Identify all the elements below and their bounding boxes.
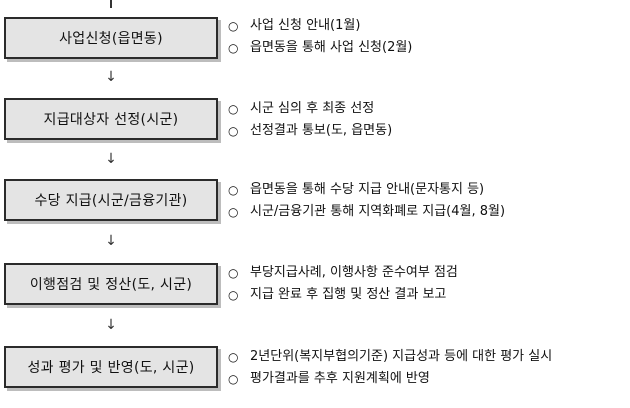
bullet-icon: ○: [228, 41, 239, 55]
step-box-1: 사업신청(읍면동): [4, 17, 218, 59]
detail-text: 지급 완료 후 집행 및 정산 결과 보고: [250, 287, 447, 302]
detail-item: ○ 시군 심의 후 최종 선정: [228, 98, 392, 120]
detail-item: ○ 평가결과를 추후 지원계획에 반영: [228, 368, 552, 390]
bullet-icon: ○: [228, 102, 239, 116]
detail-text: 시군 심의 후 최종 선정: [250, 101, 375, 116]
step-label-1: 사업신청(읍면동): [59, 31, 163, 47]
step-box-4: 이행점검 및 정산(도, 시군): [4, 263, 218, 305]
top-connector: [110, 0, 112, 8]
bullet-icon: ○: [228, 350, 239, 364]
detail-text: 2년단위(복지부협의기준) 지급성과 등에 대한 평가 실시: [250, 349, 553, 364]
bullet-icon: ○: [228, 372, 239, 386]
detail-item: ○ 사업 신청 안내(1월): [228, 15, 412, 37]
detail-item: ○ 읍면동을 통해 사업 신청(2월): [228, 37, 412, 59]
arrow-down-icon: ↓: [105, 233, 117, 249]
step-details-3: ○ 읍면동을 통해 수당 지급 안내(문자통지 등) ○ 시군/금융기관 통해 …: [228, 179, 505, 223]
step-label-3: 수당 지급(시군/금융기관): [34, 193, 188, 209]
detail-item: ○ 2년단위(복지부협의기준) 지급성과 등에 대한 평가 실시: [228, 346, 552, 368]
detail-text: 선정결과 통보(도, 읍면동): [250, 123, 393, 138]
detail-item: ○ 읍면동을 통해 수당 지급 안내(문자통지 등): [228, 179, 505, 201]
arrow-down-icon: ↓: [105, 151, 117, 167]
bullet-icon: ○: [228, 124, 239, 138]
detail-text: 읍면동을 통해 수당 지급 안내(문자통지 등): [250, 182, 485, 197]
detail-text: 부당지급사례, 이행사항 준수여부 점검: [250, 265, 458, 280]
step-details-4: ○ 부당지급사례, 이행사항 준수여부 점검 ○ 지급 완료 후 집행 및 정산…: [228, 262, 458, 306]
bullet-icon: ○: [228, 266, 239, 280]
detail-text: 시군/금융기관 통해 지역화폐로 지급(4월, 8월): [250, 204, 506, 219]
step-box-2: 지급대상자 선정(시군): [4, 98, 218, 140]
bullet-icon: ○: [228, 205, 239, 219]
detail-text: 사업 신청 안내(1월): [250, 18, 361, 33]
detail-item: ○ 선정결과 통보(도, 읍면동): [228, 120, 392, 142]
bullet-icon: ○: [228, 19, 239, 33]
detail-text: 평가결과를 추후 지원계획에 반영: [250, 371, 430, 386]
arrow-down-icon: ↓: [105, 317, 117, 333]
detail-text: 읍면동을 통해 사업 신청(2월): [250, 40, 413, 55]
arrow-down-icon: ↓: [105, 69, 117, 85]
bullet-icon: ○: [228, 183, 239, 197]
step-details-2: ○ 시군 심의 후 최종 선정 ○ 선정결과 통보(도, 읍면동): [228, 98, 392, 142]
step-label-2: 지급대상자 선정(시군): [43, 112, 179, 128]
detail-item: ○ 지급 완료 후 집행 및 정산 결과 보고: [228, 284, 458, 306]
step-label-4: 이행점검 및 정산(도, 시군): [29, 277, 193, 293]
step-box-3: 수당 지급(시군/금융기관): [4, 179, 218, 221]
detail-item: ○ 부당지급사례, 이행사항 준수여부 점검: [228, 262, 458, 284]
step-details-5: ○ 2년단위(복지부협의기준) 지급성과 등에 대한 평가 실시 ○ 평가결과를…: [228, 346, 552, 390]
step-box-5: 성과 평가 및 반영(도, 시군): [4, 346, 218, 388]
bullet-icon: ○: [228, 288, 239, 302]
detail-item: ○ 시군/금융기관 통해 지역화폐로 지급(4월, 8월): [228, 201, 505, 223]
step-label-5: 성과 평가 및 반영(도, 시군): [27, 360, 195, 376]
step-details-1: ○ 사업 신청 안내(1월) ○ 읍면동을 통해 사업 신청(2월): [228, 15, 412, 59]
